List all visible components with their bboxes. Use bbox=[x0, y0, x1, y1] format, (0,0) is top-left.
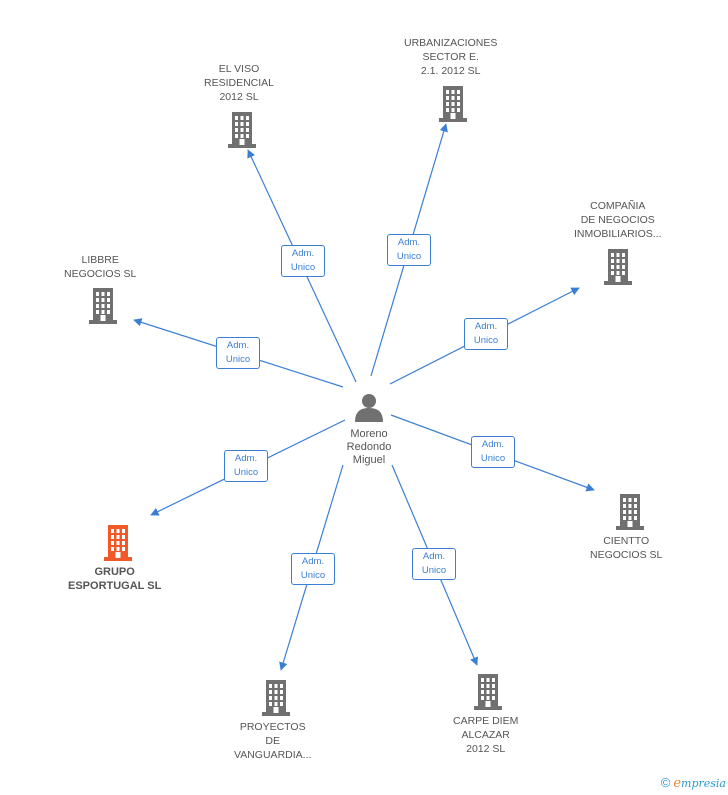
relation-type: Unico bbox=[421, 565, 447, 576]
relation-type: Unico bbox=[480, 453, 506, 464]
company-name-line: 2012 SL bbox=[219, 91, 259, 103]
relation-type: Unico bbox=[300, 570, 326, 581]
company-name-line: ALCAZAR bbox=[461, 729, 510, 741]
relation-badge[interactable]: Adm. Unico bbox=[471, 436, 515, 468]
building-icon[interactable] bbox=[436, 84, 470, 122]
company-name-line: GRUPO bbox=[94, 566, 135, 578]
company-name-line: LIBBRE bbox=[81, 254, 119, 266]
company-name-line: 2012 SL bbox=[466, 743, 506, 755]
company-name-line: PROYECTOS bbox=[239, 721, 306, 733]
company-name-line: DE bbox=[265, 735, 280, 747]
company-name-line: 2.1. 2012 SL bbox=[420, 65, 481, 77]
relation-role: Adm. bbox=[422, 551, 446, 562]
relation-badge[interactable]: Adm. Unico bbox=[464, 318, 508, 350]
relation-type: Unico bbox=[225, 354, 251, 365]
building-icon[interactable] bbox=[259, 678, 293, 716]
relation-badge[interactable]: Adm. Unico bbox=[216, 337, 260, 369]
company-name-line: CIENTTO bbox=[603, 535, 650, 547]
company-label-libbre[interactable]: LIBBRE NEGOCIOS SL bbox=[64, 253, 136, 281]
company-name-line: URBANIZACIONES bbox=[404, 37, 498, 49]
building-icon[interactable] bbox=[601, 247, 635, 285]
relation-role: Adm. bbox=[226, 340, 250, 351]
company-name-line: COMPAÑIA bbox=[590, 200, 646, 212]
building-icon[interactable] bbox=[613, 492, 647, 530]
relation-badge[interactable]: Adm. Unico bbox=[387, 234, 431, 266]
company-label-ciento[interactable]: CIENTTO NEGOCIOS SL bbox=[590, 534, 662, 562]
footer-brand[interactable]: ©empresia bbox=[661, 775, 726, 791]
relation-role: Adm. bbox=[397, 237, 421, 248]
company-label-el-viso[interactable]: EL VISO RESIDENCIAL 2012 SL bbox=[204, 62, 274, 104]
center-name-line: Redondo bbox=[346, 441, 392, 453]
company-name-line: INMOBILIARIOS... bbox=[574, 228, 662, 240]
company-name-line: NEGOCIOS SL bbox=[64, 268, 137, 280]
company-label-grupo[interactable]: GRUPO ESPORTUGAL SL bbox=[68, 565, 161, 593]
relation-badge[interactable]: Adm. Unico bbox=[291, 553, 335, 585]
brand-logo-text: mpresia bbox=[681, 777, 726, 790]
company-name-line: SECTOR E. bbox=[422, 51, 479, 63]
relation-type: Unico bbox=[233, 467, 259, 478]
relation-role: Adm. bbox=[474, 321, 498, 332]
relation-type: Unico bbox=[473, 335, 499, 346]
company-name-line: EL VISO bbox=[218, 63, 260, 75]
building-icon[interactable] bbox=[225, 110, 259, 148]
company-name-line: ESPORTUGAL SL bbox=[68, 580, 162, 592]
center-name-line: Moreno bbox=[350, 428, 388, 440]
company-label-carpe[interactable]: CARPE DIEM ALCAZAR 2012 SL bbox=[453, 714, 518, 756]
brand-logo-initial: e bbox=[673, 776, 682, 791]
relation-role: Adm. bbox=[481, 439, 505, 450]
relation-badge[interactable]: Adm. Unico bbox=[224, 450, 268, 482]
company-name-line: VANGUARDIA... bbox=[234, 749, 312, 761]
relation-role: Adm. bbox=[301, 556, 325, 567]
company-label-compania[interactable]: COMPAÑIA DE NEGOCIOS INMOBILIARIOS... bbox=[574, 199, 662, 241]
company-label-urbanizaciones[interactable]: URBANIZACIONES SECTOR E. 2.1. 2012 SL bbox=[404, 36, 497, 78]
relation-badge[interactable]: Adm. Unico bbox=[281, 245, 325, 277]
company-name-line: RESIDENCIAL bbox=[204, 77, 275, 89]
relation-role: Adm. bbox=[291, 248, 315, 259]
relation-badge[interactable]: Adm. Unico bbox=[412, 548, 456, 580]
center-person-label[interactable]: Moreno Redondo Miguel bbox=[329, 428, 409, 467]
relation-type: Unico bbox=[290, 262, 316, 273]
company-name-line: NEGOCIOS SL bbox=[590, 549, 663, 561]
center-name-line: Miguel bbox=[352, 454, 386, 466]
building-icon[interactable] bbox=[471, 672, 505, 710]
relation-type: Unico bbox=[396, 251, 422, 262]
copyright-symbol: © bbox=[660, 775, 671, 790]
building-icon[interactable] bbox=[101, 523, 135, 561]
company-label-proyectos[interactable]: PROYECTOS DE VANGUARDIA... bbox=[234, 720, 311, 762]
company-name-line: DE NEGOCIOS bbox=[580, 214, 655, 226]
company-name-line: CARPE DIEM bbox=[453, 715, 519, 727]
relation-role: Adm. bbox=[234, 453, 258, 464]
person-icon[interactable] bbox=[353, 392, 385, 422]
building-icon[interactable] bbox=[86, 286, 120, 324]
